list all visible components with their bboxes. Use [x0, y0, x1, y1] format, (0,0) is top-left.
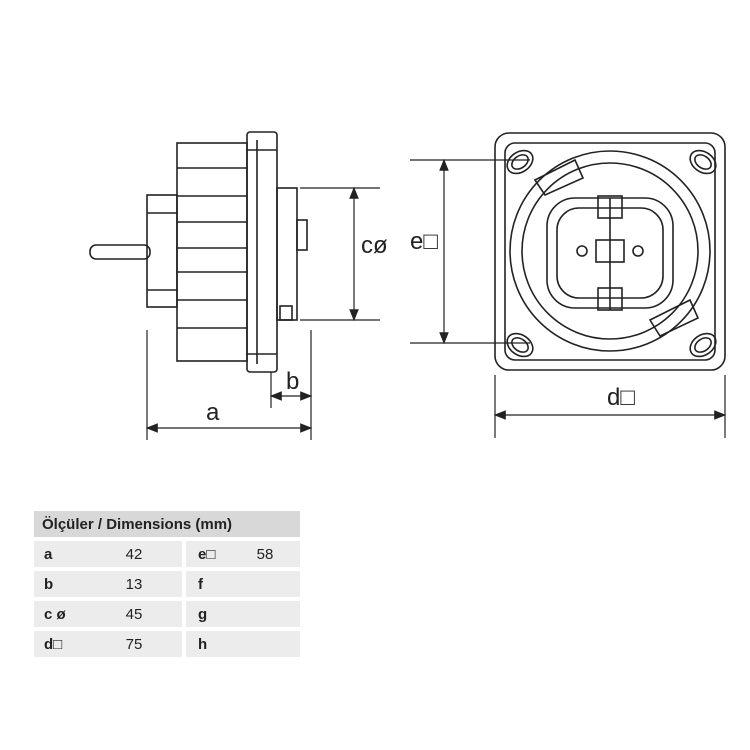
table-row: a 42 e□ 58: [34, 541, 300, 567]
table-row: c ø 45 g: [34, 601, 300, 627]
screw-slot-bl: [511, 337, 529, 353]
row-value: 42: [86, 541, 182, 567]
dimension-lines-front: [410, 158, 727, 438]
outer-square: [494, 132, 726, 371]
dimension-lines-side: [145, 186, 380, 440]
row-value: 45: [86, 601, 182, 627]
row-value-2: [230, 601, 300, 627]
row-key-2: e□: [186, 541, 230, 567]
row-key: a: [34, 541, 86, 567]
row-key-2: g: [186, 601, 230, 627]
row-key-2: h: [186, 631, 230, 657]
row-key: c ø: [34, 601, 86, 627]
screw-slot-tl: [511, 154, 529, 170]
table-row: d□ 75 h: [34, 631, 300, 657]
dim-label-a: a: [206, 399, 220, 426]
technical-drawing: a b cø e□ d□: [89, 131, 727, 440]
row-value-2: [230, 571, 300, 597]
dim-label-b: b: [286, 368, 299, 395]
socket-hole-right: [632, 245, 644, 257]
row-key: d□: [34, 631, 86, 657]
plug-pin: [89, 244, 151, 260]
socket-hole-left: [576, 245, 588, 257]
row-value: 13: [86, 571, 182, 597]
row-value: 75: [86, 631, 182, 657]
outer-ring: [509, 150, 711, 352]
row-value-2: [230, 631, 300, 657]
table-row: b 13 f: [34, 571, 300, 597]
front-flange: [246, 131, 278, 373]
front-view: [494, 132, 726, 371]
dimensions-table: Ölçüler / Dimensions (mm) a 42 e□ 58 b 1…: [34, 507, 300, 661]
dim-label-e: e□: [410, 228, 438, 255]
dim-label-c: cø: [361, 232, 388, 259]
row-key-2: f: [186, 571, 230, 597]
table-title: Ölçüler / Dimensions (mm): [34, 511, 300, 537]
mount-box: [276, 187, 298, 321]
side-view: [89, 131, 308, 373]
screw-slot-br: [694, 337, 712, 353]
screw-slot-tr: [694, 154, 712, 170]
dim-label-d: d□: [607, 384, 635, 411]
row-key: b: [34, 571, 86, 597]
row-value-2: 58: [230, 541, 300, 567]
